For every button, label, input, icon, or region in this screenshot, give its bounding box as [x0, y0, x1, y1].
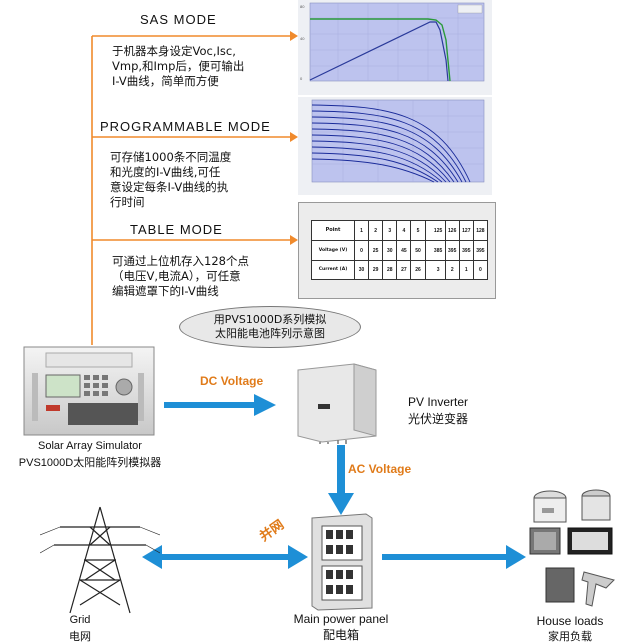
- simulator-name-en: Solar Array Simulator: [38, 440, 142, 452]
- desc-line: 行时间: [110, 195, 145, 209]
- table-cell: 45: [397, 241, 412, 260]
- ac-voltage-arrow: [328, 445, 354, 515]
- grid-name-cn: 电网: [69, 631, 91, 643]
- row-label: Current (A): [312, 261, 355, 279]
- table-cell: 5: [411, 221, 426, 240]
- table-cell: 29: [369, 261, 384, 279]
- desc-line: 编辑遮罩下的I-V曲线: [112, 284, 219, 298]
- caption-line: 用PVS1000D系列模拟: [213, 313, 327, 326]
- table-cell: 395: [460, 241, 474, 260]
- table-cell: 128: [476, 227, 485, 234]
- panel-name-cn: 配电箱: [322, 628, 359, 642]
- inverter-name-en: PV Inverter: [408, 395, 469, 409]
- power-curve: [309, 21, 449, 82]
- caption-ellipse: 用PVS1000D系列模拟 太阳能电池阵列示意图: [179, 306, 361, 348]
- table-cell: 2: [369, 221, 384, 240]
- loads-name-en: House loads: [536, 614, 604, 628]
- house-loads-appliances-icon: [529, 489, 615, 607]
- loads-arrow: [382, 545, 526, 569]
- desc-line: （电压V,电流A），可任意: [112, 269, 241, 283]
- table-cell: 125: [425, 221, 446, 240]
- simulator-name-cn: PVS1000D太阳能阵列模拟器: [18, 457, 162, 469]
- table-cell: 0: [479, 267, 482, 273]
- main-power-panel-device: [311, 513, 373, 611]
- svg-text:40: 40: [300, 36, 305, 41]
- table-cell: 25: [369, 241, 384, 260]
- current-curve: [310, 18, 451, 82]
- desc-line: 意设定每条I-V曲线的执: [110, 180, 229, 194]
- svg-text:80: 80: [300, 4, 305, 9]
- table-cell: 3: [383, 221, 398, 240]
- table-cell: 395: [446, 241, 460, 260]
- table-cell: 126: [446, 221, 460, 240]
- grid-name-en: Grid: [69, 614, 91, 626]
- table-cell: 28: [383, 261, 398, 279]
- sas-iv-chart: 80 40 0: [298, 0, 492, 95]
- sas-mode-title: SAS MODE: [140, 12, 217, 27]
- table-mode-title: TABLE MODE: [130, 222, 223, 237]
- table-cell: 3: [425, 261, 446, 279]
- table-mode-desc: 可通过上位机存入128个点 （电压V,电流A），可任意 编辑遮罩下的I-V曲线: [112, 254, 249, 299]
- sas-mode-desc: 于机器本身设定Voc,Isc, Vmp,和Imp后，便可输出 I-V曲线，简单而…: [112, 44, 244, 89]
- table-cell: 26: [411, 261, 426, 279]
- dc-voltage-arrow: [164, 394, 276, 416]
- desc-line: 和光度的I-V曲线,可任: [110, 165, 221, 179]
- caption-text: 用PVS1000D系列模拟 太阳能电池阵列示意图: [180, 313, 360, 341]
- programmable-mode-desc: 可存储1000条不同温度 和光度的I-V曲线,可任 意设定每条I-V曲线的执 行…: [110, 150, 231, 210]
- table-cell: 0: [355, 241, 370, 260]
- grid-bidirectional-arrow: [142, 545, 308, 569]
- table-cell: 30: [383, 241, 398, 260]
- inverter-name-cn: 光伏逆变器: [408, 412, 469, 426]
- table-cell: 127: [460, 221, 474, 240]
- table-cell: 395: [476, 247, 485, 254]
- svg-text:0: 0: [300, 76, 303, 81]
- solar-array-simulator-device: [23, 346, 155, 436]
- table-cell: 50: [411, 241, 426, 260]
- programmable-iv-chart: [298, 97, 492, 195]
- row-label: Voltage (V): [312, 241, 355, 260]
- row-label: Point: [312, 221, 355, 240]
- desc-line: 可通过上位机存入128个点: [112, 254, 249, 268]
- ac-voltage-label: AC Voltage: [348, 462, 412, 476]
- programmable-mode-title: PROGRAMMABLE MODE: [100, 119, 271, 134]
- table-cell: 4: [397, 221, 412, 240]
- desc-line: I-V曲线，简单而方便: [112, 74, 219, 88]
- legend-box: [457, 4, 483, 14]
- table-cell: 2: [446, 261, 460, 279]
- desc-line: 于机器本身设定Voc,Isc,: [112, 44, 236, 58]
- table-cell: 27: [397, 261, 412, 279]
- grid-tower-icon: [40, 506, 160, 614]
- desc-line: 可存储1000条不同温度: [110, 150, 232, 164]
- dc-voltage-label: DC Voltage: [200, 374, 264, 388]
- caption-line: 太阳能电池阵列示意图: [215, 327, 325, 340]
- table-cell: 385: [425, 241, 446, 260]
- table-cell: 1: [460, 261, 474, 279]
- panel-name-en: Main power panel: [293, 612, 389, 626]
- table-cell: 30: [355, 261, 370, 279]
- table-cell: 1: [355, 221, 370, 240]
- iv-curve-family: [311, 104, 471, 183]
- desc-line: Vmp,和Imp后，便可输出: [112, 59, 245, 73]
- loads-name-cn: 家用负载: [548, 631, 592, 643]
- pv-inverter-device: [297, 363, 377, 444]
